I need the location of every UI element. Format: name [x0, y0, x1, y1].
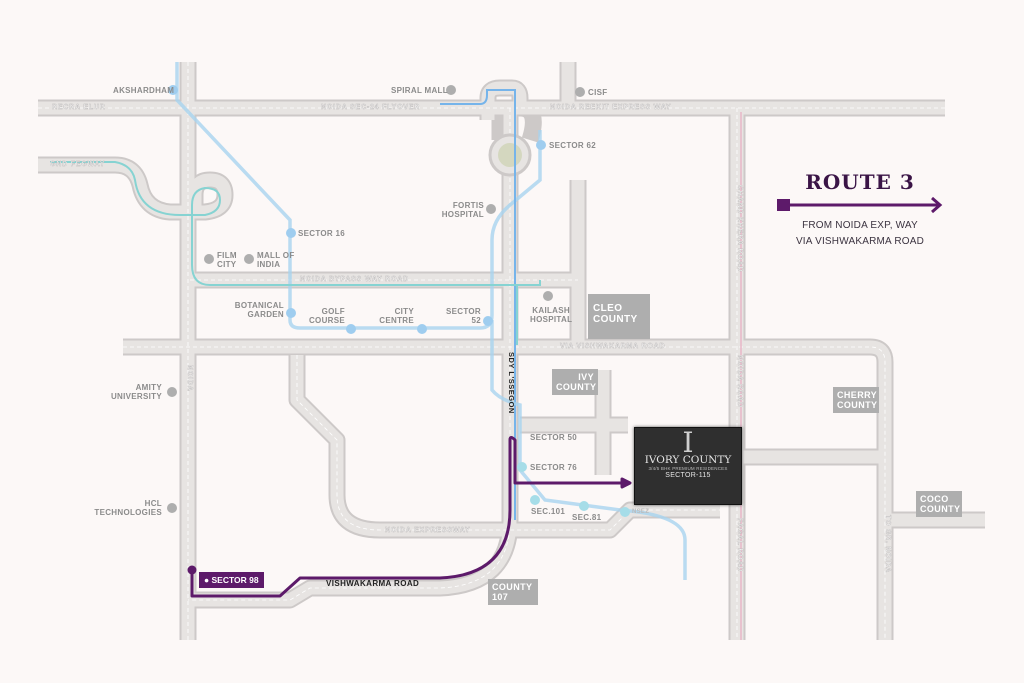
station-label: SECTOR 16 — [298, 229, 346, 238]
road-label: NOIDA BYPASS WAY ROAD — [300, 276, 409, 283]
route-legend: ROUTE 3 FROM NOIDA EXP, WAY VIA VISHWAKA… — [770, 170, 950, 250]
road-label-main: SDY L'SSEGON — [507, 352, 516, 414]
station-label: SECTOR 62 — [549, 141, 597, 150]
ivory-county-card[interactable]: I IVORY COUNTY 3/4/5 BHK PREMIUM RESIDEN… — [634, 427, 742, 505]
metro-teal-line — [50, 161, 541, 286]
road-label: TO GR. NOIDA — [884, 515, 891, 574]
station-sec81 — [579, 501, 589, 511]
map-markers — [167, 85, 630, 517]
road-label: VIA VISHWAKARMA ROAD — [560, 343, 666, 350]
road-label: NOIDA — [186, 365, 193, 392]
road-label: RECRA ELUR — [52, 104, 106, 111]
station-sector52 — [483, 316, 493, 326]
purple-route-line — [187, 436, 632, 598]
road-network — [38, 62, 985, 640]
vishwakarma-road-label: VISHWAKARMA ROAD — [326, 579, 420, 588]
ivory-county-name: IVORY COUNTY — [644, 454, 732, 466]
road-label: NOIDA EXPRESSWAY — [385, 527, 471, 534]
road-label: NOIDA ROAD — [736, 355, 743, 408]
landmark-spiral-mall: SPIRAL MALL — [391, 86, 448, 95]
station-label: SEC.81 — [572, 513, 602, 522]
start-label: SECTOR 98 — [211, 575, 259, 585]
landmark-akshardham: AKSHARDHAM — [113, 86, 175, 95]
road-label: CHAND KHERA ROAD — [736, 185, 743, 273]
landmark-cisf: CISF — [588, 88, 608, 97]
ivory-county-sector: SECTOR-115 — [665, 472, 711, 479]
station-label: SECTOR 76 — [530, 463, 578, 472]
station-sector16 — [286, 228, 296, 238]
station-sec101 — [530, 495, 540, 505]
ivory-county-tagline: 3/4/5 BHK PREMIUM RESIDENCES — [648, 466, 728, 471]
route-legend-arrow — [777, 196, 943, 214]
station-sector76 — [517, 462, 527, 472]
road-label: NOIDA SEC-24 FLYOVER — [321, 104, 421, 111]
start-sector-98-badge: ● SECTOR 98 — [199, 572, 264, 588]
station-botanical — [286, 308, 296, 318]
metro-blue-line-2 — [440, 89, 516, 520]
station-label: NSEZ — [632, 509, 650, 515]
route-subtitle: FROM NOIDA EXP, WAY VIA VISHWAKARMA ROAD — [795, 220, 925, 247]
station-city-centre — [417, 324, 427, 334]
station-golf — [346, 324, 356, 334]
station-sector62 — [536, 140, 546, 150]
station-label: SEC.101 — [531, 507, 566, 516]
route-title: ROUTE 3 — [805, 170, 915, 194]
station-nsez — [620, 507, 630, 517]
ivory-county-logo: I — [682, 426, 694, 459]
station-label: SECTOR 50 — [530, 433, 578, 442]
road-label: NOIDA REEKIT EXPRESS WAY — [550, 104, 672, 111]
road-label: FAGAL ROAD — [736, 518, 743, 573]
station-akshardham — [168, 85, 178, 95]
road-label: GND FEGWAY — [50, 161, 106, 168]
